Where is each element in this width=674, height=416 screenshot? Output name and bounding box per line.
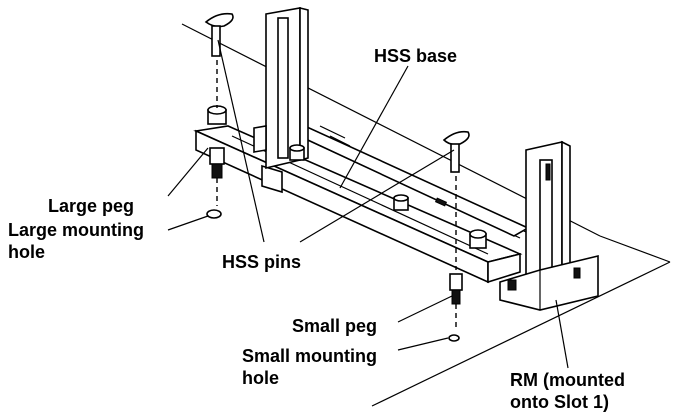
hss-pin-right xyxy=(442,130,470,173)
rm-module xyxy=(499,140,599,311)
left-post xyxy=(253,6,309,170)
label-small-mounting-hole-line2: hole xyxy=(242,368,279,388)
label-small-mounting-hole-line1: Small mounting xyxy=(242,346,377,366)
label-hss-base: HSS base xyxy=(374,46,457,66)
small-mounting-hole xyxy=(448,334,460,342)
base-studs xyxy=(289,144,409,211)
label-large-mounting-hole-line1: Large mounting xyxy=(8,220,144,240)
label-rm-line1: RM (mounted xyxy=(510,370,625,390)
label-large-mounting-hole-line2: hole xyxy=(8,242,45,262)
large-peg xyxy=(207,60,227,206)
large-mounting-hole xyxy=(206,209,222,219)
hss-pin-left xyxy=(204,12,234,57)
label-rm-line2: onto Slot 1) xyxy=(510,392,609,412)
label-hss-pins: HSS pins xyxy=(222,252,301,272)
label-small-peg: Small peg xyxy=(292,316,377,336)
label-large-peg: Large peg xyxy=(48,196,134,216)
small-peg xyxy=(449,158,487,328)
leader-lines xyxy=(167,39,569,369)
